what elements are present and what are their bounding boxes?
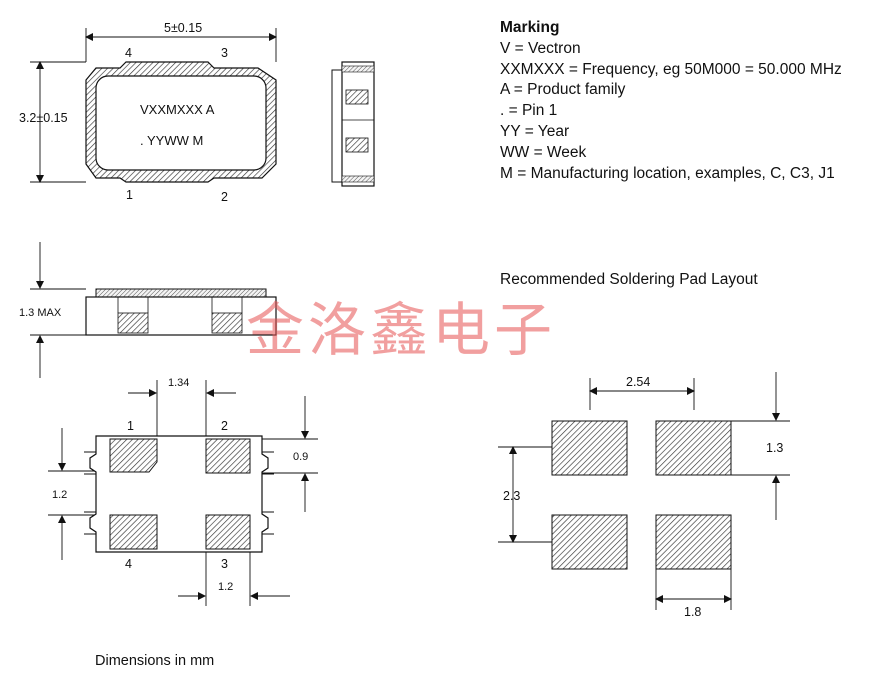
marking-line-2: . YYWW M: [140, 133, 203, 148]
marking-line: A = Product family: [500, 81, 626, 99]
package-lid: [95, 75, 267, 171]
pad-pitch-y-label: 2.3: [503, 489, 520, 503]
marking-line: V = Vectron: [500, 39, 581, 57]
pin-1-label: 1: [126, 188, 133, 202]
pad-layout: 2.54 1.3 2.3 1.8: [498, 372, 790, 619]
pin-2-label: 2: [221, 190, 228, 204]
marking-line: . = Pin 1: [500, 102, 558, 120]
top-view: 5±0.15 3.2±0.15 VXXMXXX A . YYWW M 4 3 1…: [19, 21, 277, 204]
pad-4: [109, 514, 158, 550]
marking-line: WW = Week: [500, 143, 587, 161]
pad-3: [205, 514, 251, 550]
pad-height-label: 0.9: [293, 451, 308, 463]
pin-4-label: 4: [125, 46, 132, 60]
pin-3-label: 3: [221, 46, 228, 60]
side-view-narrow: [331, 61, 375, 187]
pad-pitch-label: 1.34: [168, 377, 189, 389]
bottom-pin-1-label: 1: [127, 419, 134, 433]
pad-1: [109, 438, 158, 473]
bottom-pin-3-label: 3: [221, 557, 228, 571]
solder-pad-top-right: [655, 420, 732, 476]
watermark: 金洛鑫电子: [246, 296, 557, 364]
height-max-label: 1.3 MAX: [19, 307, 62, 319]
marking-line: XXMXXX = Frequency, eg 50M000 = 50.000 M…: [500, 60, 842, 78]
marking-line-1: VXXMXXX A: [140, 102, 215, 117]
marking-heading: Marking: [500, 19, 560, 36]
pad-height-dim-label: 1.3: [766, 441, 783, 455]
pad-width-dim-label: 1.8: [684, 605, 701, 619]
marking-line: M = Manufacturing location, examples, C,…: [500, 164, 835, 182]
bottom-view: 1.34 0.9 1.2 1 2 4 3 1.2: [48, 377, 318, 606]
side-view-height: 1.3 MAX: [19, 242, 277, 378]
pad-2: [205, 438, 251, 474]
solder-pad-bottom-left: [551, 514, 628, 570]
marking-line: YY = Year: [500, 122, 570, 140]
bottom-pin-2-label: 2: [221, 419, 228, 433]
pad-layout-title: Recommended Soldering Pad Layout: [500, 271, 758, 288]
bottom-pin-4-label: 4: [125, 557, 132, 571]
solder-pad-top-left: [551, 420, 628, 476]
solder-pad-bottom-right: [655, 514, 732, 570]
pad-width-label: 1.2: [218, 581, 233, 593]
marking-legend: Marking V = Vectron XXMXXX = Frequency, …: [500, 18, 842, 184]
top-width-label: 5±0.15: [164, 21, 202, 35]
dimensions-note: Dimensions in mm: [95, 653, 215, 669]
top-height-label: 3.2±0.15: [19, 111, 68, 125]
pad-gap-label: 1.2: [52, 489, 67, 501]
pad-pitch-x-label: 2.54: [626, 375, 650, 389]
